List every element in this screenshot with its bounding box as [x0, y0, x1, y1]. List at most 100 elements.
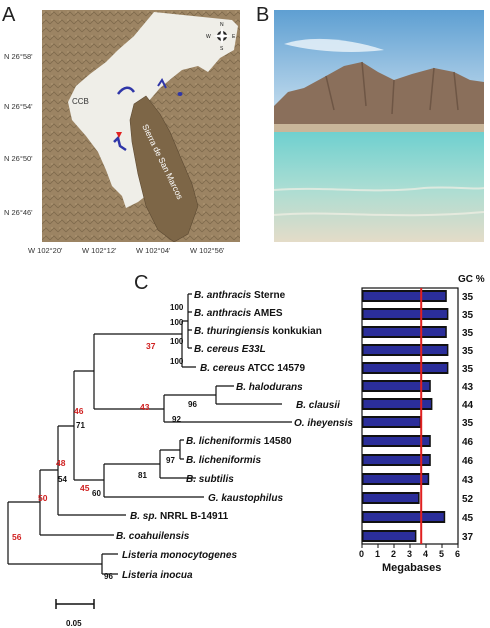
genome-size-bar — [363, 400, 431, 408]
taxon-name: B. licheniformis — [186, 455, 261, 466]
lagoon-ripples — [274, 186, 484, 217]
genome-size-bar — [363, 513, 444, 521]
red-node-value: 56 — [12, 532, 22, 542]
taxon-label: B. sp. NRRL B-14911 — [130, 511, 229, 522]
gc-value: 37 — [462, 532, 474, 543]
bootstrap-value: 100 — [170, 357, 184, 366]
taxon-label: O. iheyensis — [294, 418, 353, 429]
gc-value: 35 — [462, 292, 474, 303]
taxon-strain: 14580 — [261, 436, 292, 447]
bootstrap-value: 81 — [138, 471, 147, 480]
red-node-value: 43 — [140, 402, 150, 412]
taxon-label: G. kaustophilus — [208, 493, 283, 504]
map-panel: CCB Sierra de San Marcos N S E W — [42, 10, 240, 242]
x-tick-label: 0 — [359, 549, 364, 559]
bootstrap-value: 96 — [104, 572, 113, 581]
taxon-name: B. clausii — [296, 400, 340, 411]
bootstrap-value: 100 — [170, 337, 184, 346]
x-tick-label: 6 — [455, 549, 460, 559]
taxon-strain: ATCC 14579 — [245, 363, 305, 374]
genome-size-bar — [363, 475, 428, 483]
taxon-name: Listeria inocua — [122, 570, 193, 581]
taxon-name: B. halodurans — [236, 382, 303, 393]
lat-label-2: N 26°54' — [4, 102, 33, 111]
x-axis-label: Megabases — [382, 562, 441, 574]
gc-value: 35 — [462, 364, 474, 375]
genome-size-bar — [363, 346, 447, 354]
lagoon-photo — [274, 10, 484, 242]
gc-value: 35 — [462, 418, 474, 429]
taxon-strain: AMES — [251, 308, 283, 319]
gc-header: GC % — [458, 274, 485, 285]
basin-area — [68, 12, 238, 208]
panel-c-letter: C — [134, 272, 149, 294]
taxon-label: B. anthracis AMES — [194, 308, 283, 319]
sample-site-marker — [116, 132, 122, 138]
lat-label-3: N 26°50' — [4, 154, 33, 163]
water-body-3 — [177, 92, 183, 96]
taxon-name: B. cereus — [200, 363, 245, 374]
taxon-strain: konkukian — [270, 326, 322, 337]
panel-a-letter: A — [2, 4, 16, 26]
bootstrap-value: 96 — [188, 400, 197, 409]
lat-label-4: N 26°46' — [4, 208, 33, 217]
taxon-labels: B. anthracis Sterne B. anthracis AMES B. t… — [116, 290, 353, 581]
taxon-name: B. coahuilensis — [116, 531, 190, 542]
taxon-label: B. halodurans — [236, 382, 303, 393]
bootstrap-value: 97 — [166, 456, 175, 465]
compass-s: S — [220, 46, 224, 52]
taxon-label: Listeria monocytogenes — [122, 550, 237, 561]
bootstrap-value: 100 — [170, 318, 184, 327]
gc-value: 35 — [462, 328, 474, 339]
red-node-value: 45 — [80, 483, 90, 493]
scale-bar-label: 0.05 — [66, 619, 82, 628]
lon-label-2: W 102°12' — [82, 246, 117, 255]
gc-value: 46 — [462, 456, 474, 467]
bootstrap-value: 100 — [170, 303, 184, 312]
gc-value: 52 — [462, 494, 474, 505]
taxon-strain: Sterne — [251, 290, 285, 301]
taxon-name: G. kaustophilus — [208, 493, 283, 504]
cloud — [284, 38, 384, 52]
genome-size-bar — [363, 437, 430, 445]
taxon-name: B. cereus E33L — [194, 344, 266, 355]
bootstrap-value: 60 — [92, 489, 101, 498]
x-tick-label: 1 — [375, 549, 380, 559]
taxon-label: B. licheniformis — [186, 455, 261, 466]
bootstrap-value: 92 — [172, 415, 181, 424]
water-body-2 — [157, 78, 167, 89]
tree-branches — [7, 293, 292, 575]
genome-size-bar — [363, 310, 447, 318]
compass-w: W — [206, 34, 211, 40]
taxon-label: B. anthracis Sterne — [194, 290, 286, 301]
x-tick-label: 5 — [439, 549, 444, 559]
compass-e: E — [232, 34, 236, 40]
lon-label-1: W 102°20' — [28, 246, 63, 255]
bootstrap-value: 71 — [76, 421, 85, 430]
gc-value: 35 — [462, 310, 474, 321]
gc-value: 45 — [462, 513, 474, 524]
taxon-label: B. cereus ATCC 14579 — [200, 363, 305, 374]
taxon-label: B. clausii — [296, 400, 340, 411]
water-body-4 — [113, 135, 127, 152]
taxon-label: B. licheniformis 14580 — [186, 436, 292, 447]
taxon-name: B. anthracis — [194, 308, 252, 319]
genome-size-bar — [363, 328, 446, 336]
taxon-label: B. subtilis — [186, 474, 234, 485]
gc-value: 43 — [462, 475, 474, 486]
taxon-name: O. iheyensis — [294, 418, 353, 429]
taxon-name: B. thuringiensis — [194, 326, 270, 337]
genome-size-bar — [363, 292, 446, 300]
mountain-shading — [325, 61, 459, 115]
taxon-name: B. subtilis — [186, 474, 234, 485]
panel-b-letter: B — [256, 4, 270, 26]
taxon-label: B. coahuilensis — [116, 531, 190, 542]
red-node-value: 50 — [38, 493, 48, 503]
water-body-1 — [117, 86, 136, 95]
taxon-name: B. licheniformis — [186, 436, 261, 447]
scale-bar: 0.05 — [55, 599, 95, 628]
